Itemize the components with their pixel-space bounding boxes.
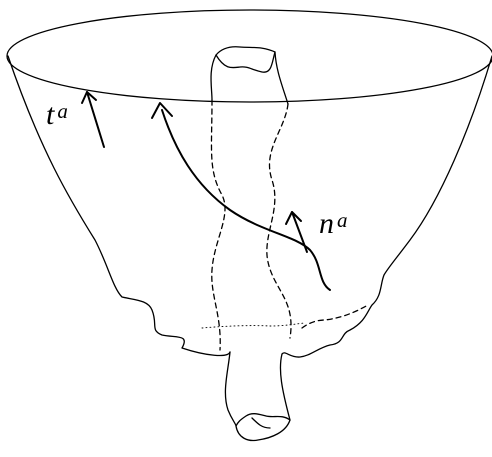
label-t-symbol: t [46,98,55,131]
n-vector-arrow-icon [285,211,302,225]
tube-top-rim [215,46,276,73]
bowl-bottom-hidden [201,322,306,329]
worldline-arrow-icon [151,102,173,119]
tube-upper-left [210,54,217,101]
tube-upper-right [274,51,289,105]
tube-bottom-inner [251,417,271,429]
tube-hidden-left [210,99,226,351]
tube-lower-right [279,353,291,421]
tube-lower-left [224,351,237,427]
bowl-left-edge [7,55,231,357]
bowl-right-edge [281,55,492,358]
label-t-index: a [57,99,68,123]
t-vector-arrow-icon [81,91,97,104]
tube-bottom-end [235,413,291,442]
worldline-curve [161,109,331,291]
cauchy-surface-ellipse [6,9,492,103]
n-vector-shaft [291,211,308,253]
t-vector-shaft [86,91,105,148]
hidden-rim-contour [301,304,369,329]
tube-hidden-right [266,103,292,339]
label-n-symbol: n [319,207,334,240]
label-n-index: a [337,208,348,232]
